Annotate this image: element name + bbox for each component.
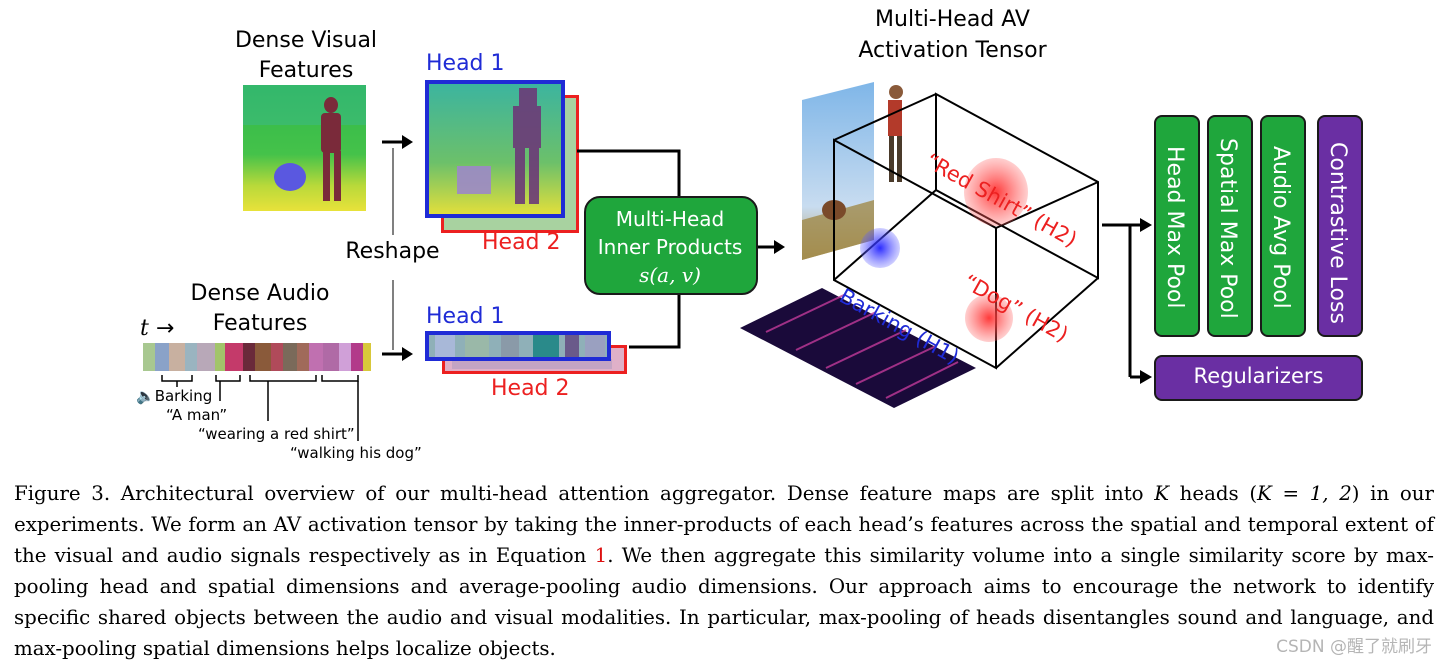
audio-head1-strip — [425, 331, 611, 361]
dense-visual-title-line2: Features — [258, 58, 354, 83]
watermark: CSDN @醒了就刷牙 — [1276, 637, 1432, 657]
time-axis-label: t → — [140, 314, 200, 345]
reshape-line — [392, 148, 394, 350]
barking-annotation: 🔈Barking — [136, 387, 212, 405]
a-man-annotation: “A man” — [166, 406, 228, 424]
regularizers-block — [1154, 355, 1363, 401]
visual-head1-map — [425, 80, 565, 218]
tensor-title-line1: Multi-Head AV — [875, 7, 1030, 32]
audio-avg-pool-label: Audio Avg Pool — [1268, 146, 1293, 309]
contrastive-loss-block — [1317, 115, 1363, 337]
time-symbol: t — [140, 316, 149, 341]
arrow-icon — [382, 135, 413, 149]
audio-head1-label: Head 1 — [426, 304, 505, 329]
dense-audio-strip — [143, 343, 371, 371]
contrastive-loss-label: Contrastive Loss — [1325, 142, 1350, 324]
barking-text: Barking — [154, 387, 213, 405]
head-max-pool-label: Head Max Pool — [1162, 146, 1187, 309]
caption-text-part3: ) in our experiments. We form an AV acti… — [14, 482, 1434, 567]
inner-products-label: Multi-Head Inner Products s(a, v) — [584, 205, 756, 289]
caption-text-part2: heads ( — [1168, 482, 1258, 505]
visual-head1-label: Head 1 — [426, 51, 505, 76]
connector-lines — [577, 149, 681, 349]
audio-head2-label: Head 2 — [491, 376, 570, 401]
caption-label: Figure 3. — [14, 482, 111, 505]
audio-avg-pool-block — [1260, 115, 1306, 337]
figure-caption: Figure 3. Architectural overview of our … — [14, 478, 1434, 664]
caption-k-equation: K = 1, 2 — [1257, 482, 1352, 505]
time-arrow-icon: → — [155, 316, 175, 341]
tensor-title: Multi-Head AV Activation Tensor — [840, 4, 1065, 66]
dense-visual-title: Dense Visual Features — [216, 26, 396, 86]
visual-head2-label: Head 2 — [482, 230, 561, 255]
av-activation-tensor — [740, 82, 1099, 408]
inner-products-line1: Multi-Head — [615, 207, 725, 231]
reshape-label: Reshape — [345, 239, 440, 264]
dense-visual-title-line1: Dense Visual — [234, 28, 378, 53]
arrow-icon — [382, 347, 413, 361]
walking-annotation: “walking his dog” — [290, 444, 422, 462]
dense-audio-title-line2: Features — [212, 311, 308, 336]
caption-text-part4: . We then aggregate this similarity volu… — [14, 544, 1434, 660]
dense-audio-title-line1: Dense Audio — [190, 281, 330, 306]
spatial-max-pool-block — [1207, 115, 1253, 337]
speaker-icon: 🔈 — [136, 387, 155, 405]
dense-audio-title: Dense Audio Features — [170, 279, 350, 339]
caption-text-part1: Architectural overview of our multi-head… — [120, 482, 1155, 505]
tensor-title-line2: Activation Tensor — [858, 38, 1047, 63]
dense-visual-feature-map — [243, 85, 366, 211]
caption-k-symbol: K — [1154, 482, 1169, 505]
audio-annotation-brackets — [161, 375, 359, 441]
inner-products-line2: Inner Products — [597, 235, 743, 259]
tensor-to-pool-connector — [1102, 218, 1152, 384]
wearing-annotation: “wearing a red shirt” — [198, 425, 355, 443]
head-max-pool-block — [1154, 115, 1200, 337]
inner-products-formula: s(a, v) — [639, 263, 701, 287]
arrow-icon — [758, 240, 785, 254]
spatial-max-pool-label: Spatial Max Pool — [1215, 138, 1240, 319]
inner-products-block — [584, 196, 758, 295]
equation-ref-link[interactable]: 1 — [594, 544, 608, 567]
regularizers-label: Regularizers — [1193, 364, 1324, 388]
